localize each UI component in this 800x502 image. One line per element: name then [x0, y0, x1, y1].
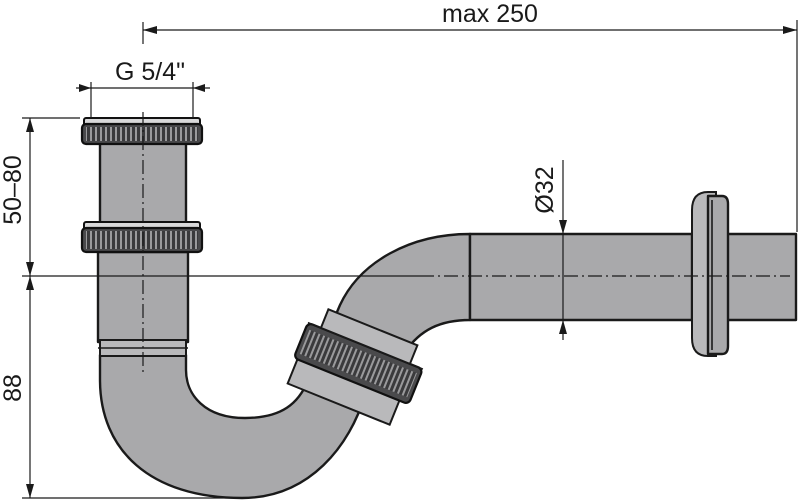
outlet-diameter-label: Ø32 — [531, 166, 559, 213]
vertical-riser — [96, 136, 190, 357]
top-nut — [80, 117, 204, 146]
bend-slip-nut — [286, 308, 424, 427]
dimension-overall-length: max 250 — [142, 0, 798, 232]
dimension-thread: G 5/4" — [76, 58, 210, 118]
middle-nut — [80, 221, 204, 254]
dimension-heights: 50–80 88 — [0, 117, 420, 499]
dimension-outlet-diameter: Ø32 — [531, 160, 567, 340]
outlet-pipe — [468, 191, 798, 357]
upper-height-label: 50–80 — [0, 155, 27, 225]
overall-length-label: max 250 — [442, 0, 538, 28]
center-lines — [142, 112, 790, 375]
thread-label: G 5/4" — [115, 58, 185, 86]
lower-height-label: 88 — [0, 374, 27, 402]
